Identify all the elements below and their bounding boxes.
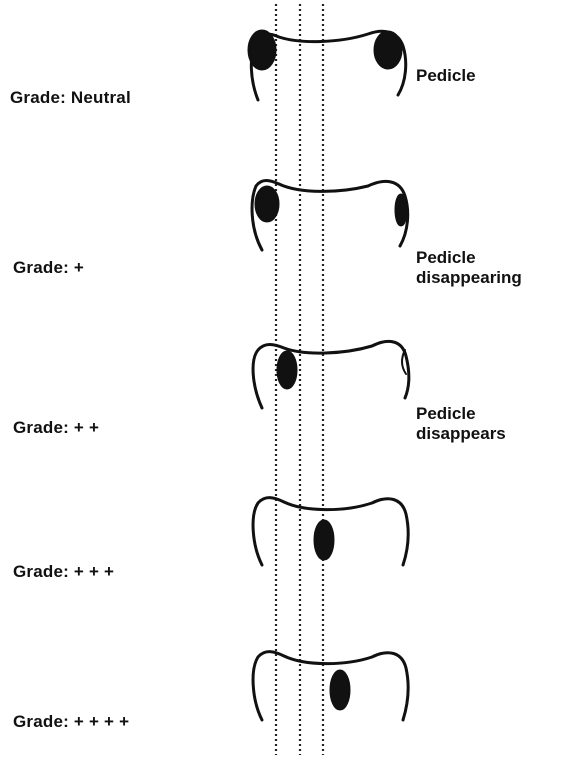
grade-label-1: Grade: + [13, 258, 85, 277]
vertebra-grade-1 [250, 179, 410, 252]
grade-label-neutral: Grade: Neutral [10, 88, 131, 107]
grade-label-2: Grade: + + [13, 418, 100, 437]
pedicle-left [254, 185, 280, 223]
guide-lines [274, 4, 325, 755]
vertebra-neutral [247, 29, 408, 102]
pedicle-left [313, 519, 335, 561]
grade-label-3: Grade: + + + [13, 562, 115, 581]
pedicle-left [247, 29, 277, 71]
annotation-disappearing: disappearing [416, 268, 522, 287]
vertebra-grade-3 [251, 496, 410, 567]
pedicle-right [373, 30, 403, 70]
vertebra-grade-4 [251, 650, 410, 722]
annotation-pedicle: Pedicle [416, 404, 476, 423]
annotation-pedicle: Pedicle [416, 66, 476, 85]
annotation-pedicle: Pedicle [416, 248, 476, 267]
annotation-disappears: disappears [416, 424, 506, 443]
pedicle-right [394, 193, 408, 227]
pedicle-left [329, 669, 351, 711]
grade-label-4: Grade: + + + + [13, 712, 130, 731]
vertebra-grade-2 [251, 339, 411, 410]
pedicle-right-remnant [401, 349, 407, 375]
pedicle-left [276, 350, 298, 390]
